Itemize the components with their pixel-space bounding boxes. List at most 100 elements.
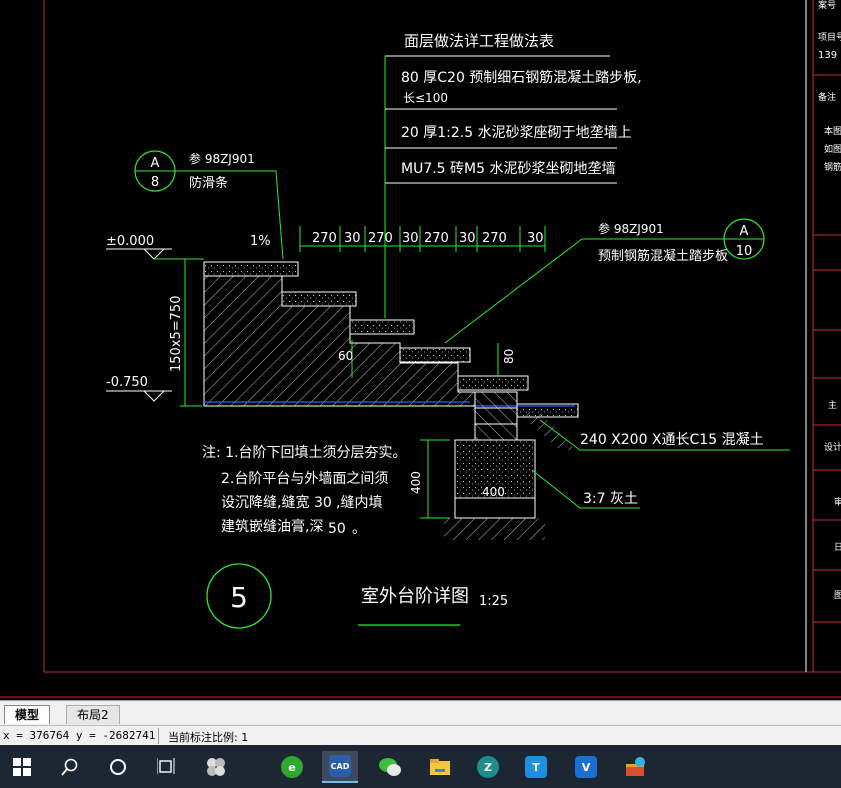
wechat-app[interactable] — [372, 751, 408, 783]
panel-text-10: 日 — [834, 542, 841, 553]
dim-top-0: 270 — [312, 231, 337, 246]
cad-app[interactable]: CAD — [322, 751, 358, 783]
vertical-dim-label: 150x5=750 — [169, 296, 184, 372]
panel-text-7: 主 — [828, 399, 837, 411]
bubble-left-top: A — [151, 156, 160, 171]
beam-label: 240 X200 X通长C15 混凝土 — [539, 419, 790, 451]
dim-400-vertical: 400 — [409, 471, 423, 494]
notes: 注: 1.台阶下回填土须分层夯实。 2.台阶平台与外墙面之间须 设沉降缝,缝宽 … — [202, 445, 407, 537]
dim-top-7: 30 — [527, 231, 544, 246]
bubble-right-bottom: 10 — [736, 244, 753, 259]
t-app-icon: T — [525, 756, 547, 778]
cad-app-icon: CAD — [329, 755, 351, 777]
cortana-icon — [110, 759, 126, 775]
note-1: 注: 1.台阶下回填土须分层夯实。 — [202, 445, 407, 461]
toolbox-icon — [626, 757, 645, 776]
task-view-icon — [157, 758, 175, 774]
cursor-coordinates: x = 376764 y = -2682741 — [3, 729, 156, 742]
dim-top-5: 30 — [459, 231, 476, 246]
dim-top-4: 270 — [424, 231, 449, 246]
drawing-canvas[interactable]: 案号 项目号 139 备注 本图 如图 钢筋 主 设计 审 日 图 面层做法详工… — [0, 0, 841, 700]
file-explorer-icon — [430, 759, 450, 775]
note-3-value: 30 — [314, 495, 332, 511]
detail-scale: 1:25 — [479, 594, 508, 609]
drawing-frame — [0, 0, 841, 698]
search-button[interactable] — [52, 751, 88, 783]
panel-text-1: 项目号 — [818, 32, 841, 43]
elevation-top-label: ±0.000 — [106, 234, 154, 249]
stair-section — [203, 261, 579, 540]
table-title: 面层做法详工程做法表 — [404, 32, 554, 50]
panel-text-5: 如图 — [824, 143, 841, 155]
ref-left-text-1: 参 98ZJ901 — [189, 151, 255, 166]
detail-title: 5 室外台阶详图 1:25 — [206, 563, 508, 629]
elevation-bottom-label: -0.750 — [106, 375, 148, 390]
search-icon — [61, 758, 78, 776]
elevation-bottom: -0.750 — [106, 375, 172, 402]
table-row-1-line-1: 80 厚C20 预制细石钢筋混凝土踏步板, — [401, 69, 642, 86]
beam-text: 240 X200 X通长C15 混凝土 — [580, 432, 764, 448]
panel-text-2: 139 — [818, 50, 837, 61]
browser-app[interactable]: e — [274, 751, 310, 783]
note-3: 设沉降缝,缝宽 — [221, 494, 309, 511]
note-2: 2.台阶平台与外墙面之间须 — [221, 471, 388, 487]
panel-text-6: 钢筋 — [824, 161, 841, 173]
file-explorer-app[interactable] — [422, 751, 458, 783]
note-3-tail: ,缝内填 — [336, 495, 382, 511]
start-button[interactable] — [4, 751, 40, 783]
ref-right-text-2: 预制钢筋混凝土踏步板 — [598, 248, 728, 264]
vertical-dimension: 150x5=750 — [169, 258, 202, 407]
start-button-icon — [13, 758, 31, 776]
top-dimensions: 270 30 270 30 270 30 270 30 — [299, 226, 546, 252]
detail-number: 5 — [230, 581, 248, 614]
dim-80: 80 — [502, 349, 516, 364]
cad-drawing: 案号 项目号 139 备注 本图 如图 钢筋 主 设计 审 日 图 面层做法详工… — [0, 0, 841, 698]
task-view-button[interactable] — [148, 751, 184, 783]
wechat-icon — [379, 758, 401, 776]
reference-bubble-left: A 8 参 98ZJ901 防滑条 — [134, 150, 284, 260]
cortana-button[interactable] — [100, 751, 136, 783]
tab-model[interactable]: 模型 — [4, 705, 51, 724]
panel-text-8: 设计 — [824, 441, 841, 453]
tab-layout2[interactable]: 布局2 — [66, 705, 120, 724]
slope-label: 1% — [250, 234, 271, 249]
t-app[interactable]: T — [518, 751, 554, 783]
annotation-scale: 当前标注比例: 1 — [168, 731, 249, 744]
ref-left-text-2: 防滑条 — [189, 175, 228, 191]
dim-top-1: 30 — [344, 231, 361, 246]
vs-app-icon: V — [575, 756, 597, 778]
layout-tab-bar: 模型 布局2 — [0, 700, 841, 726]
toolbox-app[interactable] — [618, 751, 654, 783]
note-4-tail: 。 — [352, 521, 366, 537]
vs-app[interactable]: V — [568, 751, 604, 783]
note-4: 建筑嵌缝油膏,深 — [221, 518, 323, 535]
panel-text-4: 本图 — [824, 125, 841, 137]
dim-top-2: 270 — [368, 231, 393, 246]
footing-dims: 400 400 — [409, 439, 505, 519]
pen-app[interactable]: Z — [470, 751, 506, 783]
dim-60: 60 — [338, 349, 353, 363]
table-row-3: MU7.5 砖M5 水泥砂浆坐砌地垄墙 — [401, 161, 615, 177]
windows-taskbar: e CAD Z T V — [0, 745, 841, 788]
panel-text-3: 备注 — [818, 91, 836, 103]
bubble-left-bottom: 8 — [151, 175, 159, 190]
dim-top-3: 30 — [402, 231, 419, 246]
detail-title-text: 室外台阶详图 — [361, 586, 469, 607]
pen-app-icon: Z — [477, 756, 499, 778]
pinwheel-app-icon — [207, 758, 225, 776]
note-4-value: 50 — [328, 521, 346, 537]
bubble-right-top: A — [740, 224, 749, 239]
material-table: 面层做法详工程做法表 80 厚C20 预制细石钢筋混凝土踏步板, 长≤100 2… — [384, 32, 642, 318]
dim-top-6: 270 — [482, 231, 507, 246]
panel-text-11: 图 — [834, 590, 841, 601]
table-row-1-line-2: 长≤100 — [403, 91, 448, 105]
table-row-2: 20 厚1:2.5 水泥砂浆座砌于地垄墙上 — [401, 125, 632, 141]
status-bar: x = 376764 y = -2682741 当前标注比例: 1 — [0, 725, 841, 746]
dim-400-horizontal: 400 — [482, 485, 505, 499]
soil-label: 3:7 灰土 — [531, 469, 640, 509]
pinwheel-app[interactable] — [198, 751, 234, 783]
small-dims: 60 80 — [338, 340, 516, 378]
elevation-top: ±0.000 — [106, 234, 204, 260]
title-block: 案号 项目号 139 备注 本图 如图 钢筋 主 设计 审 日 图 — [813, 0, 841, 623]
browser-icon: e — [281, 756, 303, 778]
